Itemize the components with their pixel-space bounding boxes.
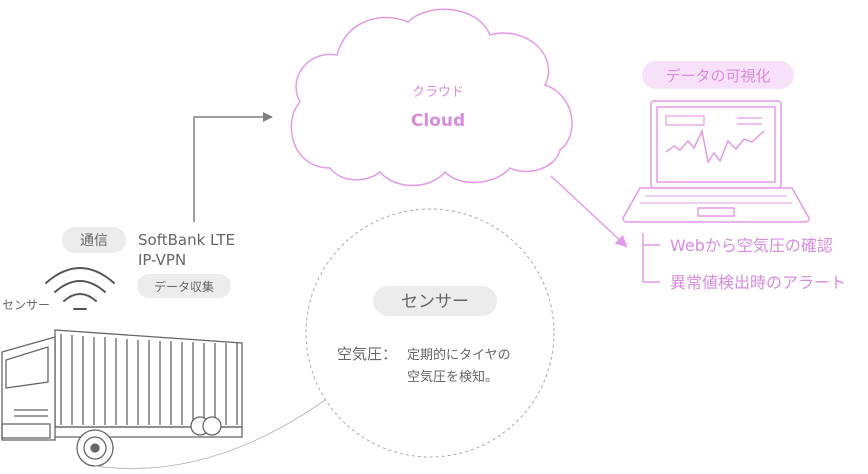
communication-line-2: IP-VPN bbox=[138, 251, 186, 269]
data-collection-badge bbox=[137, 274, 231, 298]
visualization-item-2: 異常値検出時のアラート bbox=[670, 273, 846, 292]
communication-line-1: SoftBank LTE bbox=[138, 231, 235, 249]
cloud-label-en: Cloud bbox=[411, 111, 465, 131]
data-collection-label: データ収集 bbox=[154, 279, 214, 294]
truck-icon bbox=[1, 329, 243, 467]
sensor-detail-description-2: 空気圧を検知。 bbox=[407, 369, 498, 385]
visualization-title: データの可視化 bbox=[665, 67, 770, 85]
communication-badge-label: 通信 bbox=[80, 233, 108, 249]
sensor-label: センサー bbox=[2, 298, 50, 312]
upload-arrow bbox=[193, 112, 273, 222]
visualization-item-1: Webから空気圧の確認 bbox=[670, 236, 833, 255]
cloud-label-ja: クラウド bbox=[412, 85, 464, 100]
sensor-detail-circle bbox=[305, 208, 555, 458]
sensor-detail-term: 空気圧： bbox=[337, 345, 397, 363]
sensor-detail-badge bbox=[373, 286, 497, 316]
visualization-badge bbox=[642, 61, 794, 89]
visualization-bracket bbox=[642, 233, 660, 283]
communication-badge bbox=[62, 227, 126, 253]
cloud-icon bbox=[290, 8, 573, 187]
sensor-detail-description-1: 定期的にタイヤの bbox=[407, 347, 511, 363]
cloud-to-laptop-arrow bbox=[550, 175, 628, 248]
wifi-signal-icon bbox=[45, 267, 115, 310]
laptop-icon bbox=[622, 100, 810, 223]
sensor-detail-badge-label: センサー bbox=[401, 292, 469, 312]
